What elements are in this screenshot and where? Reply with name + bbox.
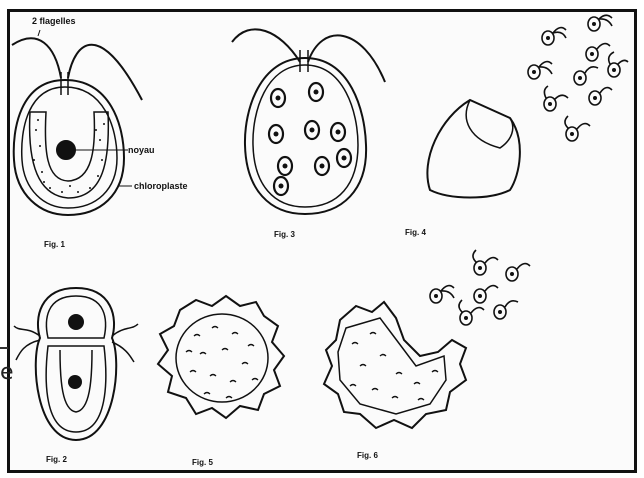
caption-fig3: Fig. 3 — [274, 230, 295, 239]
zoospore — [473, 250, 498, 275]
zoospore — [589, 88, 612, 105]
fig2-dividing-cell — [14, 288, 138, 440]
label-chloroplast: chloroplaste — [134, 181, 188, 191]
caption-fig6: Fig. 6 — [357, 451, 378, 460]
fig3-zoospores — [269, 83, 351, 195]
fig1-flagellum-right — [68, 45, 142, 100]
caption-fig2: Fig. 2 — [46, 455, 67, 464]
zoospore — [542, 28, 566, 45]
fig4-empty-wall — [427, 100, 519, 198]
zoospore — [506, 264, 530, 281]
zoospore — [608, 52, 628, 77]
zoospore — [528, 62, 552, 79]
zoospore — [474, 286, 498, 303]
free-zoospores-bottom — [430, 250, 530, 325]
label-nucleus: noyau — [128, 145, 155, 155]
caption-fig4: Fig. 4 — [405, 228, 426, 237]
zoospore — [544, 86, 568, 111]
caption-fig1: Fig. 1 — [44, 240, 65, 249]
fig3-cell — [232, 29, 385, 214]
fig5-zygote — [158, 296, 284, 418]
zoospore — [588, 15, 612, 31]
fig3-flagellum-left — [232, 29, 300, 62]
caption-fig5: Fig. 5 — [192, 458, 213, 467]
fig1-flagella-pointer — [38, 30, 40, 36]
fig6-granules — [350, 333, 438, 401]
zoospore — [494, 301, 518, 319]
fig5-granules — [186, 327, 258, 399]
fig3-flagellum-right — [308, 35, 385, 82]
zoospore — [565, 116, 590, 141]
zoospore — [430, 286, 454, 303]
free-zoospores-top — [528, 15, 628, 141]
label-flagella: 2 flagelles — [32, 16, 76, 26]
zoospore — [586, 44, 610, 61]
fig1-cell — [12, 30, 142, 215]
fig1-nucleus — [57, 141, 75, 159]
fig1-flagellum-left — [12, 38, 61, 78]
zoospore — [574, 67, 598, 85]
fig6-zygote — [324, 302, 466, 428]
